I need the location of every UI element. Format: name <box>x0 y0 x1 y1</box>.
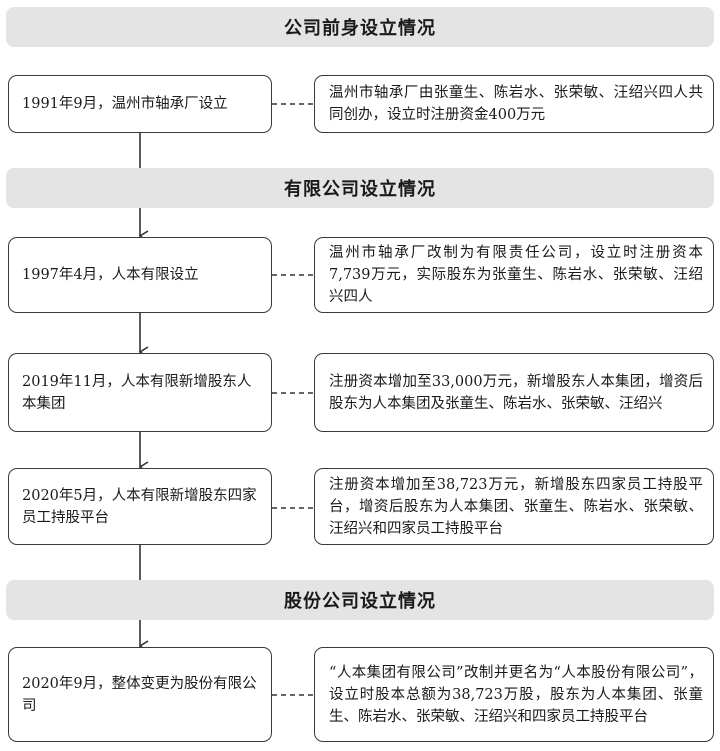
event-detail: 温州市轴承厂改制为有限责任公司，设立时注册资本7,739万元，实际股东为张童生、… <box>329 245 703 305</box>
event-box-2019-11: 2019年11月，人本有限新增股东人本集团 <box>8 353 272 432</box>
event-detail: 温州市轴承厂由张童生、陈岩水、张荣敏、汪绍兴四人共同创办，设立时注册资金400万… <box>329 85 703 123</box>
event-detail: 注册资本增加至38,723万元，新增股东四家员工持股平台，增资后股东为人本集团、… <box>329 476 703 537</box>
event-detail-2020-5: 注册资本增加至38,723万元，新增股东四家员工持股平台，增资后股东为人本集团、… <box>314 468 714 545</box>
event-box-2020-5: 2020年5月，人本有限新增股东四家员工持股平台 <box>8 468 272 545</box>
event-detail-1991: 温州市轴承厂由张童生、陈岩水、张荣敏、汪绍兴四人共同创办，设立时注册资金400万… <box>314 75 714 133</box>
event-box-1997: 1997年4月，人本有限设立 <box>8 237 272 313</box>
event-box-1991: 1991年9月，温州市轴承厂设立 <box>8 75 272 133</box>
event-detail: “人本集团有限公司”改制并更名为“人本股份有限公司”，设立时股本总额为38,72… <box>329 664 703 725</box>
event-summary: 1991年9月，温州市轴承厂设立 <box>22 96 228 112</box>
event-summary: 2020年5月，人本有限新增股东四家员工持股平台 <box>22 487 257 526</box>
event-detail-2020-9: “人本集团有限公司”改制并更名为“人本股份有限公司”，设立时股本总额为38,72… <box>314 647 714 742</box>
section-title: 有限公司设立情况 <box>284 179 436 200</box>
event-detail-2019-11: 注册资本增加至33,000万元，新增股东人本集团，增资后股东为人本集团及张童生、… <box>314 353 714 432</box>
event-detail: 注册资本增加至33,000万元，新增股东人本集团，增资后股东为人本集团及张童生、… <box>329 373 703 412</box>
event-box-2020-9: 2020年9月，整体变更为股份有限公司 <box>8 647 272 742</box>
section-title: 股份公司设立情况 <box>284 591 436 612</box>
section-banner-limited: 有限公司设立情况 <box>6 168 714 208</box>
section-banner-joint-stock: 股份公司设立情况 <box>6 580 714 620</box>
event-summary: 2019年11月，人本有限新增股东人本集团 <box>22 373 252 412</box>
section-title: 公司前身设立情况 <box>284 18 436 39</box>
event-summary: 1997年4月，人本有限设立 <box>22 267 199 283</box>
section-banner-predecessor: 公司前身设立情况 <box>6 7 714 47</box>
event-detail-1997: 温州市轴承厂改制为有限责任公司，设立时注册资本7,739万元，实际股东为张童生、… <box>314 237 714 313</box>
event-summary: 2020年9月，整体变更为股份有限公司 <box>22 675 257 714</box>
